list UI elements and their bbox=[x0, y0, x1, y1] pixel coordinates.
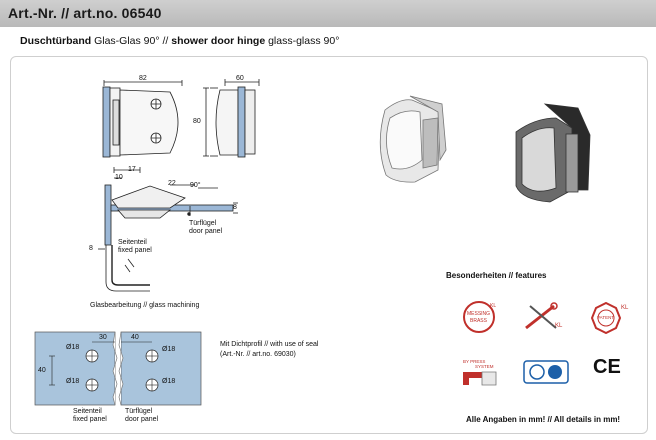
dim-40-top-label: 40 bbox=[131, 334, 139, 341]
machining-door-panel-en: door panel bbox=[125, 416, 159, 423]
door-panel-en-label: door panel bbox=[189, 228, 223, 235]
d18-label-2: Ø18 bbox=[66, 378, 80, 385]
glass-machining-label: Glasbearbeitung // glass machining bbox=[90, 302, 200, 309]
patent-text: PATENT bbox=[597, 315, 615, 320]
machining-fixed-panel-de: Seitenteil bbox=[73, 408, 102, 415]
product-photo-chrome bbox=[379, 95, 447, 183]
angle-90-label: 90° bbox=[190, 182, 201, 189]
system-text: SYSTEM bbox=[475, 364, 494, 369]
product-subtitle: Duschtürband Glas-Glas 90° // shower doo… bbox=[20, 35, 339, 47]
glass-machining-view bbox=[34, 331, 202, 406]
product-photo-dark bbox=[515, 103, 591, 203]
page-title: Art.-Nr. // art.no. 06540 bbox=[8, 5, 162, 21]
press-system-icon: BY PRESS SYSTEM bbox=[460, 358, 500, 388]
hinge-plan-view bbox=[98, 167, 238, 292]
brass-material-icon: MESSING BRASS KL bbox=[462, 300, 496, 334]
features-heading: Besonderheiten // features bbox=[446, 271, 547, 280]
seal-note-line2: (Art.-Nr. // art.no. 69030) bbox=[220, 351, 296, 358]
machining-fixed-panel-en: fixed panel bbox=[73, 416, 107, 423]
machining-door-panel-de: Türflügel bbox=[125, 408, 153, 415]
kl-text-1: KL bbox=[490, 303, 497, 309]
d18-label-3: Ø18 bbox=[162, 346, 176, 353]
fixed-panel-de-label: Seitenteil bbox=[118, 239, 147, 246]
messing-text: MESSING bbox=[467, 311, 491, 317]
patent-icon: PATENT KL bbox=[590, 302, 634, 334]
footer-note: Alle Angaben in mm! // All details in mm… bbox=[466, 415, 621, 424]
dim-17-label: 17 bbox=[128, 166, 136, 173]
tool-icon: KL bbox=[522, 300, 570, 334]
dim-10-label: 10 bbox=[115, 174, 123, 181]
dim-80-label: 80 bbox=[193, 118, 201, 125]
dim-30-label: 30 bbox=[99, 334, 107, 341]
d18-label-1: Ø18 bbox=[66, 344, 80, 351]
d18-label-4: Ø18 bbox=[162, 378, 176, 385]
kl-text-2: KL bbox=[555, 323, 563, 329]
kl-text-3: KL bbox=[621, 305, 629, 311]
certification-icon bbox=[523, 360, 569, 384]
hinge-front-view bbox=[102, 80, 183, 158]
brass-text: BRASS bbox=[470, 318, 487, 324]
dim-8b-label: 8 bbox=[89, 245, 93, 252]
subtitle-de-rest: Glas-Glas 90° // bbox=[91, 35, 172, 47]
dim-60-label: 60 bbox=[236, 75, 244, 82]
subtitle-en-bold: shower door hinge bbox=[171, 35, 266, 47]
fixed-panel-en-label: fixed panel bbox=[118, 247, 152, 254]
dim-8a-label: 8 bbox=[233, 204, 237, 211]
dim-82-label: 82 bbox=[139, 75, 147, 82]
seal-note-line1: Mit Dichtprofil // with use of seal bbox=[220, 341, 319, 348]
header-bar: Art.-Nr. // art.no. 06540 bbox=[0, 0, 656, 27]
subtitle-de-bold: Duschtürband bbox=[20, 35, 92, 47]
ce-mark: CE bbox=[593, 356, 621, 378]
door-panel-de-label: Türflügel bbox=[189, 220, 217, 227]
dim-40-vert-label: 40 bbox=[38, 367, 46, 374]
hinge-side-view bbox=[203, 79, 260, 158]
by-press-text: BY PRESS bbox=[463, 359, 486, 364]
dim-22-label: 22 bbox=[168, 180, 176, 187]
subtitle-en-rest: glass-glass 90° bbox=[265, 35, 340, 47]
